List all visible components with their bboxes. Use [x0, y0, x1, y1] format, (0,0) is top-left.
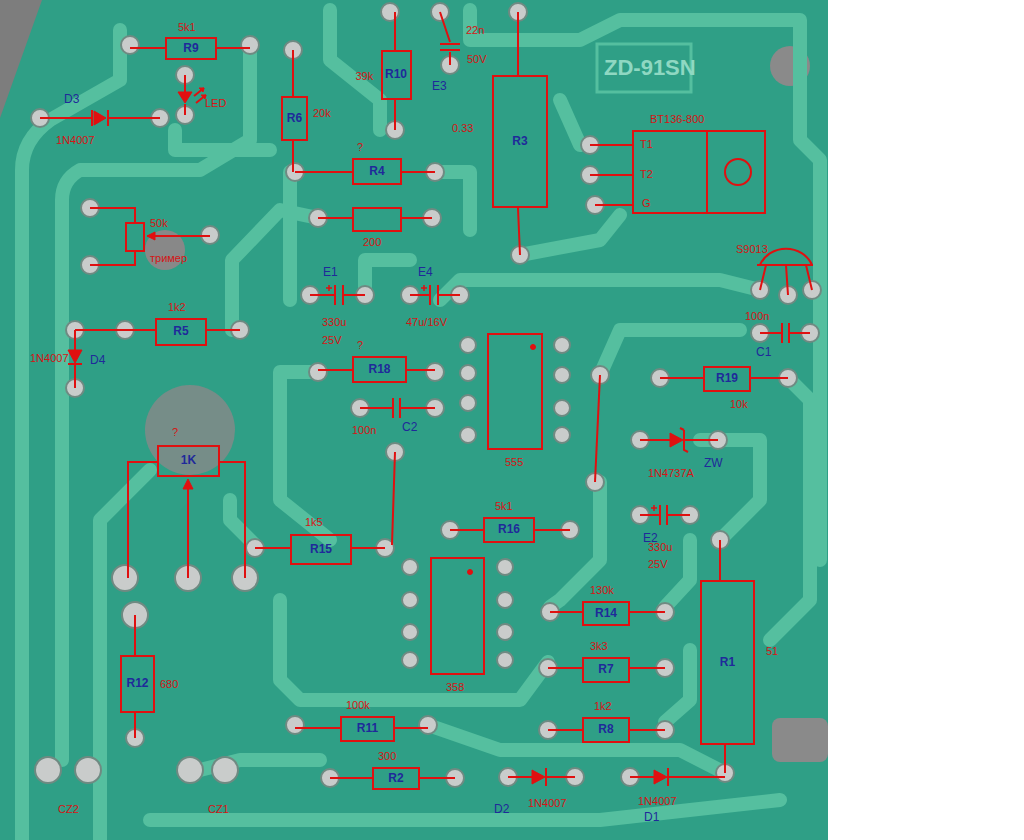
board-label: S9013	[736, 243, 768, 255]
part-value: 1k5	[305, 516, 323, 528]
board-label: E3	[432, 80, 447, 93]
part-value: 680	[160, 678, 178, 690]
component-outline: R51k2	[155, 318, 207, 346]
part-name: R6	[287, 112, 302, 125]
component-outline: R30.33	[492, 75, 548, 208]
part-name: R4	[369, 165, 384, 178]
board-label: 25V	[648, 558, 668, 570]
component-outline: BT136-800T1T2G	[632, 130, 766, 214]
component-outline: 50kтример	[125, 222, 145, 252]
part-value: 51	[766, 645, 778, 657]
part-value: 0.33	[452, 122, 473, 134]
part-value: ?	[357, 339, 363, 351]
board-label: 1N4007	[638, 795, 677, 807]
part-name: 1K	[181, 454, 196, 467]
part-value: 300	[378, 750, 396, 762]
component-outline: R73k3	[582, 657, 630, 683]
part-value: 358	[446, 681, 464, 693]
board-label: 47u/16V	[406, 316, 447, 328]
part-value: 20k	[313, 107, 331, 119]
part-name: R11	[357, 722, 378, 735]
component-outline: R151	[700, 580, 755, 745]
part-name: R7	[598, 663, 613, 676]
component-outline: 200	[352, 207, 402, 232]
part-name: R16	[498, 523, 520, 536]
board-label: C1	[756, 346, 771, 359]
component-outline: R12680	[120, 655, 155, 713]
board-label: CZ2	[58, 803, 79, 815]
board-label: D1	[644, 811, 659, 824]
board-label: ZW	[704, 457, 723, 470]
component-outline: R14130k	[582, 601, 630, 626]
part-value: 50k	[150, 217, 168, 229]
part-value: 555	[505, 456, 523, 468]
board-label: D3	[64, 93, 79, 106]
part-value: ?	[172, 426, 178, 438]
board-label: 22n	[466, 24, 484, 36]
component-outline: 358	[430, 557, 485, 675]
part-value: 5k1	[178, 21, 196, 33]
part-name: R5	[173, 325, 188, 338]
part-name: R15	[310, 543, 332, 556]
component-outline: R1910k	[703, 366, 751, 392]
board-label: 1N4007	[528, 797, 567, 809]
part-name: R9	[183, 42, 198, 55]
part-value: 39k	[356, 70, 374, 82]
part-name: R10	[385, 68, 407, 81]
component-outline: R620k	[281, 96, 308, 141]
component-outline: R95k1	[165, 37, 217, 60]
component-outline: R81k2	[582, 717, 630, 743]
part-name: R14	[595, 607, 617, 620]
component-outline: R11100k	[340, 716, 395, 742]
component-outline: R4?	[352, 158, 402, 185]
part-value: тример	[150, 252, 187, 264]
part-value: 5k1	[495, 500, 513, 512]
board-label: D2	[494, 803, 509, 816]
part-value: 1k2	[168, 301, 186, 313]
board-label: E4	[418, 266, 433, 279]
part-value: ?	[357, 141, 363, 153]
component-outline: R2300	[372, 767, 420, 790]
part-value: BT136-800	[650, 113, 704, 125]
board-label: ZD-91SN	[604, 56, 696, 80]
part-value: 130k	[590, 584, 614, 596]
part-value: 100k	[346, 699, 370, 711]
component-outline: R1039k	[381, 50, 412, 100]
part-name: R12	[126, 677, 148, 690]
board-label: C2	[402, 421, 417, 434]
part-value: T2	[640, 168, 653, 180]
board-label: 330u	[648, 541, 672, 553]
board-label: LED	[205, 97, 226, 109]
part-name: R1	[720, 656, 735, 669]
component-outline: R165k1	[483, 517, 535, 543]
board-label: CZ1	[208, 803, 229, 815]
board-label: 25V	[322, 334, 342, 346]
component-outline: R151k5	[290, 534, 352, 565]
board-label: E1	[323, 266, 338, 279]
part-value: 1k2	[594, 700, 612, 712]
part-value: 3k3	[590, 640, 608, 652]
board-label: 1N4737A	[648, 467, 694, 479]
board-label: 50V	[467, 53, 487, 65]
board-label: 100n	[352, 424, 376, 436]
board-label: 1N4007	[56, 134, 95, 146]
part-value: 10k	[730, 398, 748, 410]
part-name: R3	[512, 135, 527, 148]
component-outline: 1K?	[157, 445, 220, 477]
part-value: T1	[640, 138, 653, 150]
board-label: D4	[90, 354, 105, 367]
part-value: 200	[363, 236, 381, 248]
board-label: 330u	[322, 316, 346, 328]
board-label: 100n	[745, 310, 769, 322]
part-name: R2	[388, 772, 403, 785]
component-outline: R18?	[352, 356, 407, 383]
board-label: 1N4007	[30, 352, 69, 364]
part-value: G	[642, 197, 651, 209]
part-name: R8	[598, 723, 613, 736]
part-name: R19	[716, 372, 738, 385]
component-outline: 555	[487, 333, 543, 450]
part-name: R18	[368, 363, 390, 376]
